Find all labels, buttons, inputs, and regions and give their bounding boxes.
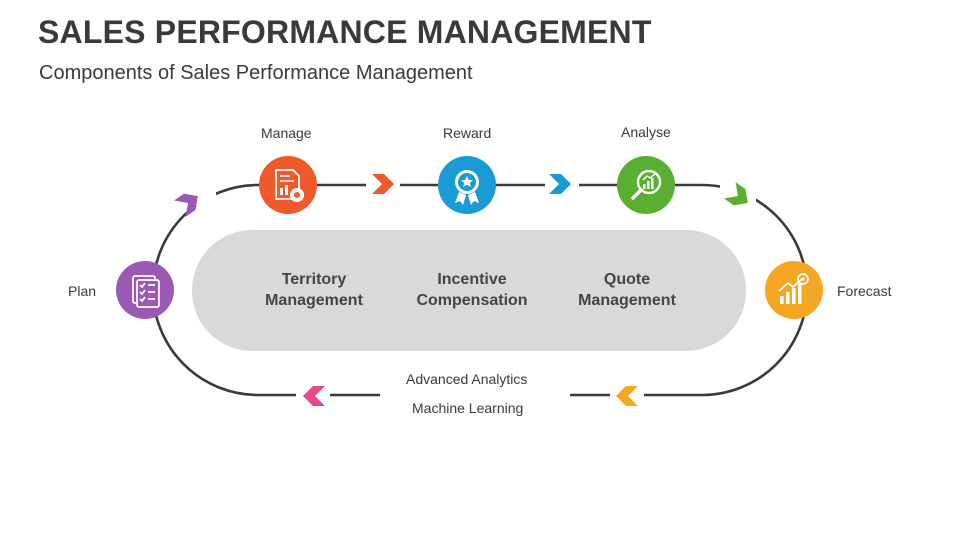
magnifier-chart-icon — [631, 169, 662, 200]
stage-circle-analyse — [617, 156, 675, 214]
stage-label-reward: Reward — [443, 125, 492, 141]
bottom-label-advanced-analytics: Advanced Analytics — [406, 371, 528, 387]
arrow-bottom-to-plan — [303, 386, 325, 406]
component-incentive-compensation: Incentive Compensation — [416, 271, 528, 309]
checklist-icon — [132, 275, 160, 308]
award-badge-icon — [455, 170, 479, 205]
components-pill — [192, 230, 746, 351]
bottom-label-machine-learning: Machine Learning — [412, 400, 524, 416]
report-gear-icon — [275, 169, 304, 202]
page-title: SALES PERFORMANCE MANAGEMENT — [38, 14, 652, 50]
arrow-forecast-to-bottom — [616, 386, 638, 406]
component-territory-management: Territory Management — [265, 271, 363, 309]
page-subtitle: Components of Sales Performance Manageme… — [39, 62, 473, 84]
arrow-analyse-to-forecast — [724, 182, 748, 206]
stage-label-forecast: Forecast — [837, 283, 892, 299]
arrow-plan-to-manage — [174, 193, 198, 217]
stage-label-manage: Manage — [261, 125, 312, 141]
arrow-reward-to-analyse — [549, 174, 571, 194]
loop-track — [151, 183, 809, 397]
arrow-manage-to-reward — [372, 174, 394, 194]
stage-label-plan: Plan — [68, 283, 97, 299]
component-quote-management: Quote Management — [578, 271, 676, 309]
growth-chart-icon — [778, 273, 809, 304]
stage-label-analyse: Analyse — [621, 124, 671, 140]
